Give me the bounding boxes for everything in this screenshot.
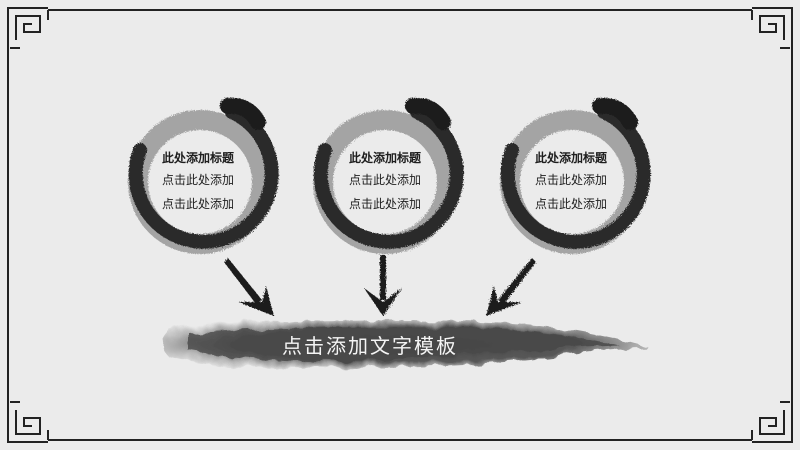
decorative-frame — [7, 7, 793, 443]
ring-text-3[interactable]: 此处添加标题 点击此处添加 点击此处添加 — [506, 148, 636, 216]
ring-text-2[interactable]: 此处添加标题 点击此处添加 点击此处添加 — [320, 148, 450, 216]
ink-ring-1 — [128, 97, 279, 254]
ink-ring-3 — [500, 97, 651, 254]
item-title: 此处添加标题 — [348, 151, 421, 165]
item-title: 此处添加标题 — [534, 151, 607, 165]
item-line: 点击此处添加 — [348, 197, 421, 211]
ink-ring-2 — [313, 97, 464, 254]
item-line: 点击此处添加 — [161, 197, 234, 211]
item-title: 此处添加标题 — [161, 151, 234, 165]
ink-brush-banner — [161, 320, 650, 369]
ink-arrow-2 — [364, 255, 402, 316]
ink-arrow-3 — [486, 258, 536, 316]
item-line: 点击此处添加 — [534, 197, 607, 211]
banner-text[interactable]: 点击添加文字模板 — [282, 334, 458, 358]
item-line: 点击此处添加 — [161, 173, 234, 187]
item-line: 点击此处添加 — [534, 173, 607, 187]
ink-arrow-1 — [224, 258, 274, 316]
ring-text-1[interactable]: 此处添加标题 点击此处添加 点击此处添加 — [133, 148, 263, 216]
item-line: 点击此处添加 — [348, 173, 421, 187]
